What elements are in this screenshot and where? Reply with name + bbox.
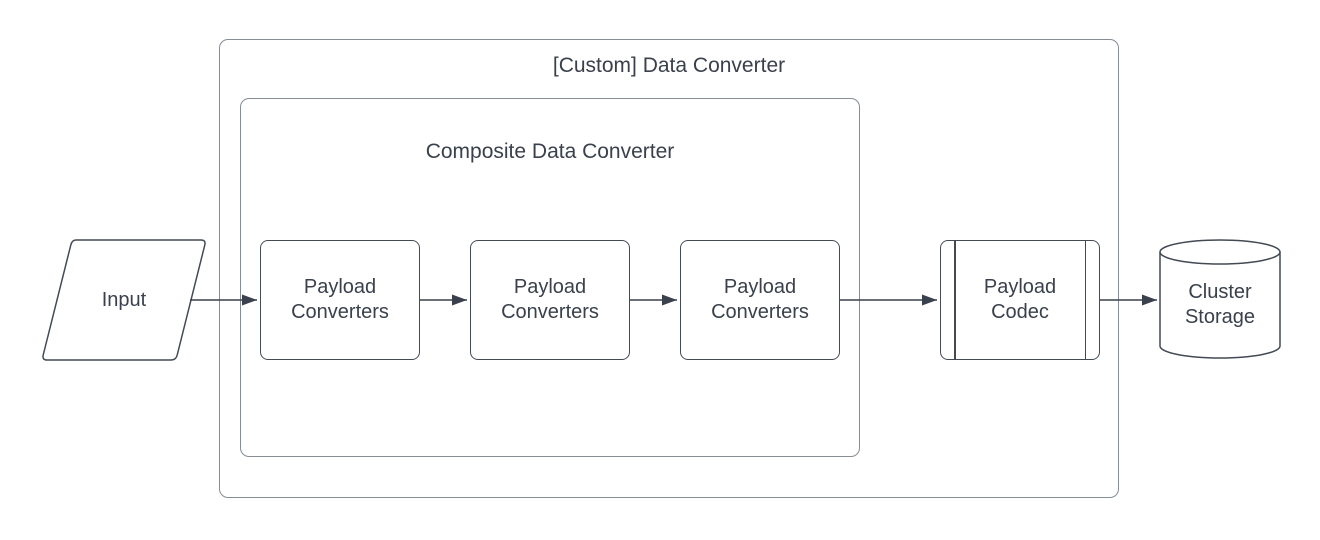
payload-codec-label: Payload Codec [983, 276, 1057, 323]
codec-left-bar [954, 241, 956, 359]
payload-converters-label-3: Payload Converters [711, 276, 809, 323]
custom-data-converter-container: [Custom] Data Converter [219, 39, 1119, 498]
payload-converters-box-3: Payload Converters [680, 240, 840, 360]
payload-converters-box-2: Payload Converters [470, 240, 630, 360]
cluster-storage-label: Cluster Storage [1184, 281, 1256, 328]
payload-converters-label-1: Payload Converters [291, 276, 389, 323]
payload-converters-label-2: Payload Converters [501, 276, 599, 323]
payload-codec-box: Payload Codec [940, 240, 1100, 360]
payload-converters-box-1: Payload Converters [260, 240, 420, 360]
input-shape-label: Input [101, 288, 147, 311]
inner-container-title: Composite Data Converter [425, 140, 675, 163]
composite-data-converter-container: Composite Data Converter [240, 98, 860, 457]
codec-right-bar [1084, 241, 1086, 359]
outer-container-title: [Custom] Data Converter [552, 54, 786, 77]
